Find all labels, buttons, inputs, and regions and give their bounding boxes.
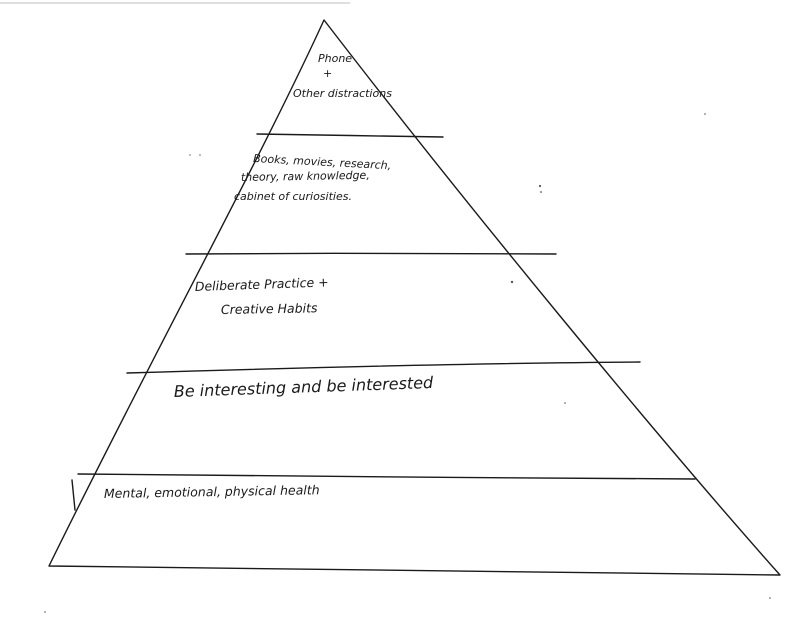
level-1-line-1: Phone — [318, 52, 352, 65]
level-3-label: Deliberate Practice + Creative Habits — [195, 274, 329, 317]
speck-2 — [540, 191, 542, 193]
level-1-line-3: Other distractions — [293, 87, 392, 100]
level-5-label: Mental, emotional, physical health — [104, 482, 320, 501]
level-4-label: Be interesting and be interested — [173, 373, 434, 401]
divider-1 — [256, 133, 444, 138]
speck-6 — [199, 154, 201, 156]
level-3-line-1: Deliberate Practice + — [195, 274, 329, 294]
level-2-line-2: theory, raw knowledge, — [241, 169, 370, 184]
level-5-line-1: Mental, emotional, physical health — [104, 482, 320, 501]
level-2-label: Books, movies, research, theory, raw kno… — [234, 152, 392, 203]
speck-5 — [189, 154, 191, 156]
speck-3 — [510, 280, 514, 284]
divider-2 — [185, 252, 557, 255]
speck-4 — [704, 113, 706, 115]
divider-4 — [77, 473, 696, 480]
level-1-line-2: + — [323, 67, 332, 80]
divider-3 — [126, 361, 641, 374]
level-1-label: Phone + Other distractions — [293, 52, 392, 100]
speck-8 — [44, 611, 46, 613]
level-3-line-2: Creative Habits — [221, 300, 318, 317]
speck-1 — [538, 184, 542, 188]
speck-7 — [564, 402, 566, 404]
level-2-line-3: cabinet of curiosities. — [234, 190, 352, 203]
speck-9 — [769, 597, 771, 599]
level-4-line-1: Be interesting and be interested — [173, 373, 434, 401]
base-tick — [71, 479, 76, 511]
